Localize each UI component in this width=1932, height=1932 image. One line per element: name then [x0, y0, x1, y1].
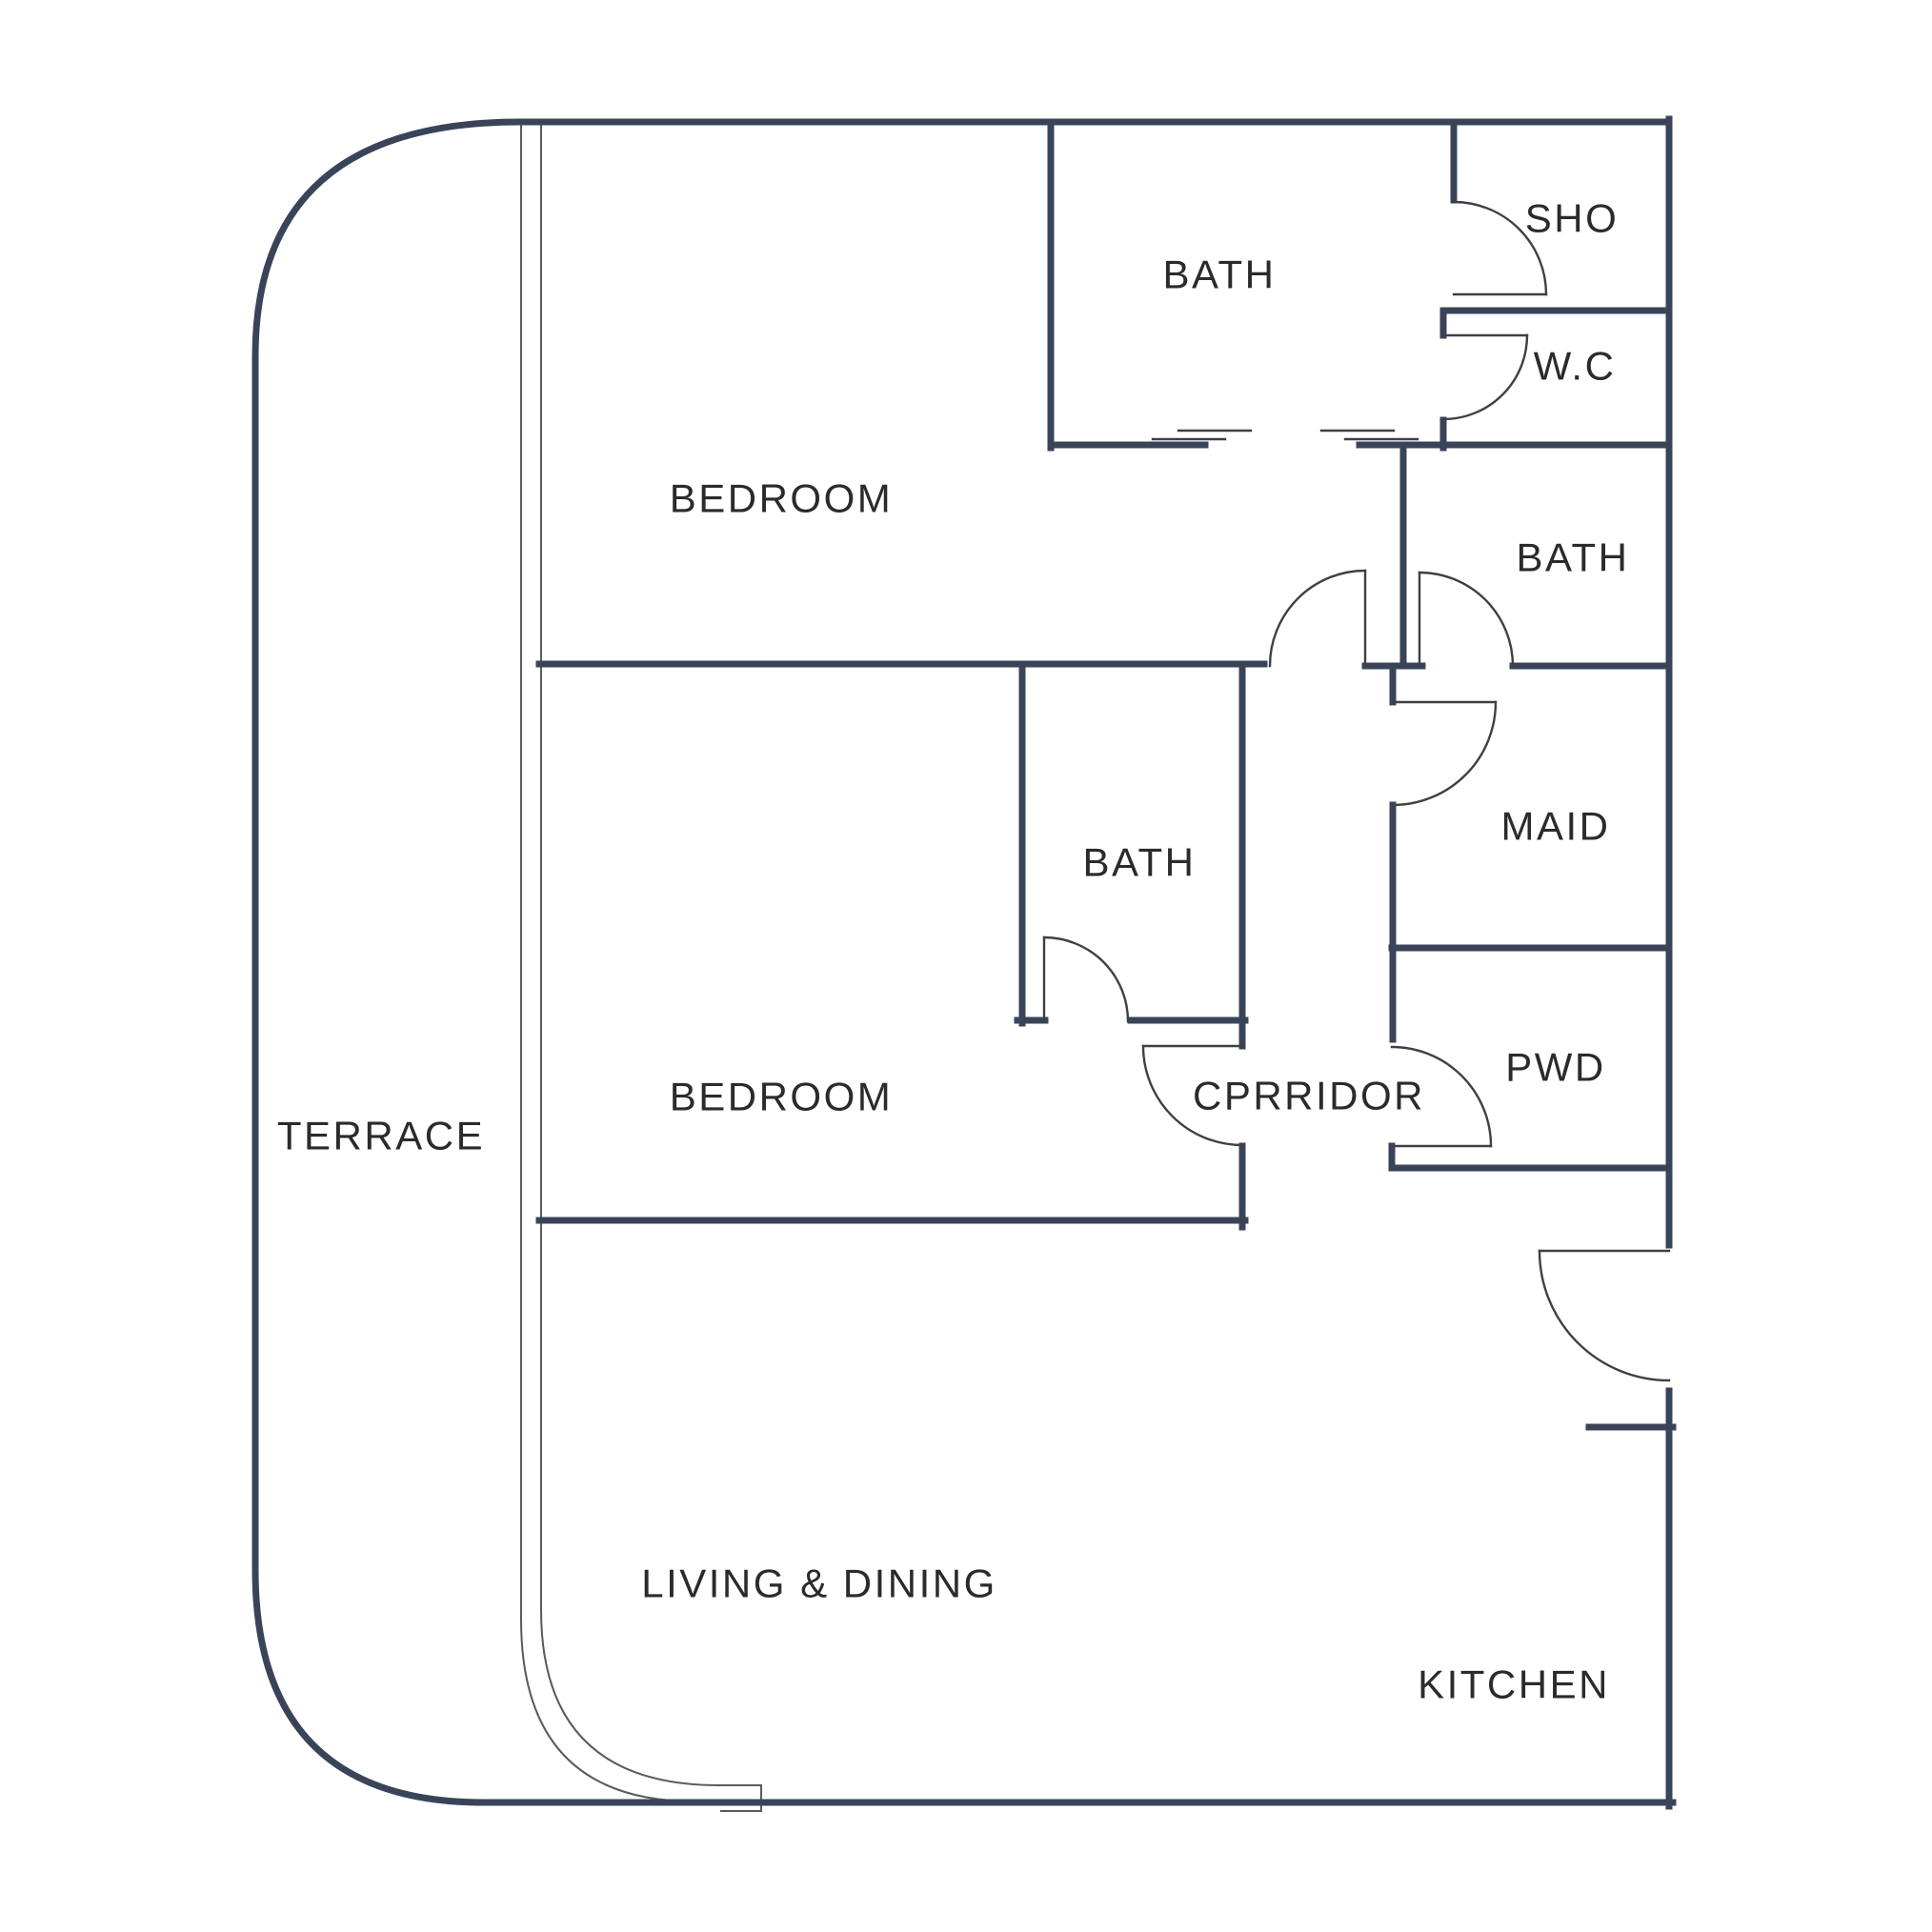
door-shower-arc — [1452, 200, 1548, 296]
room-label-bath-right: BATH — [1517, 535, 1630, 580]
walls-layer — [252, 115, 1677, 1810]
room-label-corridor: CPRRIDOR — [1193, 1074, 1425, 1118]
terrace-glazing-inner — [540, 124, 762, 1786]
room-label-terrace: TERRACE — [277, 1114, 485, 1158]
door-pwd-arc — [1390, 1045, 1493, 1148]
terrace-windows-layer — [520, 124, 762, 1812]
door-bath-middle-arc — [1042, 936, 1130, 1023]
terrace-glazing-cap — [720, 1784, 762, 1812]
door-hall-left-arc — [1268, 569, 1367, 668]
room-label-pwd: PWD — [1505, 1045, 1606, 1090]
room-label-bath-middle: BATH — [1083, 840, 1197, 885]
room-labels-layer: BEDROOM BATH SHO W.C BATH MAID BATH PWD CPRRIDOR… — [277, 196, 1630, 1707]
terrace-glazing-outer — [520, 124, 697, 1803]
room-label-maid: MAID — [1501, 804, 1611, 849]
room-label-bedroom-1: BEDROOM — [670, 476, 894, 521]
room-label-shower: SHO — [1525, 196, 1620, 241]
room-label-kitchen: KITCHEN — [1418, 1662, 1610, 1707]
wall-outer-top-left-bottom — [252, 118, 1677, 1806]
sliding-doors-layer — [1151, 429, 1419, 441]
room-label-bedroom-2: BEDROOM — [670, 1075, 894, 1119]
door-corridor-arc — [1141, 1044, 1244, 1147]
door-bath-right-arc — [1418, 571, 1515, 668]
room-label-wc: W.C — [1534, 344, 1617, 389]
doors-layer — [1042, 200, 1671, 1382]
door-maid-arc — [1391, 700, 1498, 807]
room-label-bath-top: BATH — [1163, 252, 1277, 297]
door-kitchen-arc — [1538, 1249, 1671, 1382]
room-label-living-dining: LIVING & DINING — [641, 1561, 997, 1606]
door-wc-arc — [1441, 333, 1529, 421]
